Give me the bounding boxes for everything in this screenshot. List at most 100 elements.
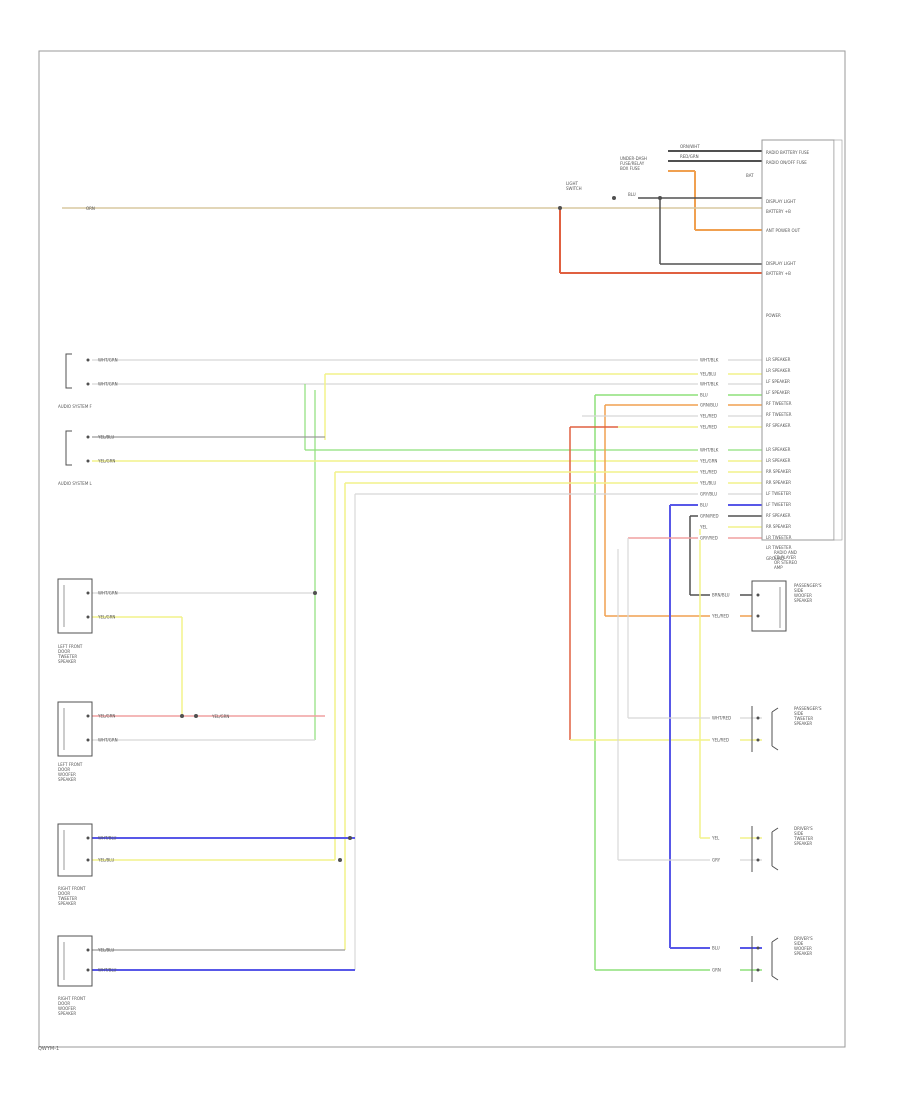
- radio-pin-label: LR SPEAKER: [766, 447, 791, 452]
- fuse-source-line-1: UNDER-DASH: [620, 156, 647, 161]
- radio-top-pin-1: RADIO BATTERY FUSE: [766, 150, 810, 155]
- radio-pin-label: BATTERY +B: [766, 271, 791, 276]
- wire-label-bg: [710, 835, 740, 840]
- wire-label-bg: [698, 413, 728, 418]
- left-wire-label: WHT/GRN: [98, 591, 118, 596]
- left-component-name: TWEETER: [57, 896, 77, 901]
- radio-wire-label: BLU: [700, 393, 708, 398]
- middle-wire-label: YEL/GRN: [211, 714, 229, 719]
- speaker-icon: [771, 707, 779, 751]
- wire-label-bg: [698, 381, 728, 386]
- left-component-name: RIGHT FRONT: [58, 996, 86, 1001]
- radio-name-line-4: AMP: [774, 565, 783, 570]
- radio-wire-label: WHT/BLK: [700, 382, 719, 387]
- radio-pin-label: POWER: [766, 313, 781, 318]
- left-wire-label: YEL/BLU: [97, 858, 114, 863]
- diagram-frame: [38, 50, 846, 1048]
- wire-label-bg: [698, 392, 728, 397]
- wire-label-bg: [710, 967, 740, 972]
- pin-dot: [756, 716, 760, 720]
- wire-label-bg: [698, 357, 728, 362]
- left-wire-label: WHT/BLU: [98, 836, 117, 841]
- right-component-name: SIDE: [794, 941, 804, 946]
- left-wire-label: YEL/BLU: [97, 435, 114, 440]
- pin-dot: [86, 459, 90, 463]
- left-component-name: WOOFER: [58, 772, 76, 777]
- radio-pin-label: LF SPEAKER: [766, 379, 790, 384]
- speaker-box: [57, 578, 93, 634]
- light-switch: LIGHT SWITCH BLU ORN: [86, 181, 636, 211]
- radio-pin-label: DISPLAY LIGHT: [766, 199, 796, 204]
- right-component-name: PASSENGER'S: [794, 706, 822, 711]
- right-component-name: DRIVER'S: [794, 936, 813, 941]
- fuse-source-line-2: FUSE/RELAY: [620, 161, 645, 166]
- splice-points: [180, 196, 662, 862]
- wire-label-bg: [710, 715, 740, 720]
- pin-dot: [86, 382, 90, 386]
- pin-dot: [86, 591, 90, 595]
- pin-dot: [86, 948, 90, 952]
- right-wire-label: YEL/RED: [711, 738, 729, 743]
- radio-pin-label: LR SPEAKER: [766, 357, 791, 362]
- wire-label-bg: [698, 469, 728, 474]
- left-component-name: SPEAKER: [58, 777, 76, 782]
- left-wire-label: WHT/GRN: [98, 738, 118, 743]
- pin-dot: [756, 946, 760, 950]
- radio-name-line-1: RADIO AND: [774, 550, 797, 555]
- pin-dot: [86, 358, 90, 362]
- radio-wire-label: YEL/BLU: [699, 372, 716, 377]
- radio-pin-label: GROUND: [766, 556, 784, 561]
- wire-label-bg: [710, 857, 740, 862]
- left-component-name: DOOR: [58, 891, 70, 896]
- left-wire-label: YEL/GRN: [97, 615, 115, 620]
- wire-label-bg: [710, 737, 740, 742]
- wire-label-bg: [698, 524, 728, 529]
- left-component-name: TWEETER: [57, 654, 77, 659]
- radio-pin-label: RF TWEETER: [766, 412, 792, 417]
- left-wire-label: WHT/BLU: [98, 968, 117, 973]
- radio-wire-label: YEL/RED: [699, 425, 717, 430]
- speaker-box: [57, 935, 93, 987]
- right-component-name: SIDE: [794, 831, 804, 836]
- pin-dot: [86, 858, 90, 862]
- radio-wire-label: WHT/BLK: [700, 448, 719, 453]
- left-wire-label: YEL/GRN: [97, 714, 115, 719]
- right-component-name: SIDE: [794, 588, 804, 593]
- connector-bracket: [65, 430, 72, 466]
- right-component-name: SPEAKER: [794, 721, 812, 726]
- wire-label-bg: [710, 945, 740, 950]
- pin-dot: [86, 738, 90, 742]
- speaker-box: [57, 823, 93, 877]
- left-component-name: DOOR: [58, 767, 70, 772]
- radio-pin-label: RF TWEETER: [766, 401, 792, 406]
- wire-label-bg: [698, 447, 728, 452]
- radio-pin-label: LR SPEAKER: [766, 368, 791, 373]
- right-components: BRN/BLUYEL/REDPASSENGER'SSIDEWOOFERSPEAK…: [710, 580, 822, 982]
- left-component-name: SPEAKER: [58, 659, 76, 664]
- radio-pin-label: RF SPEAKER: [766, 513, 791, 518]
- radio-pin-label: RF SPEAKER: [766, 423, 791, 428]
- left-component-name: LEFT FRONT: [58, 762, 83, 767]
- radio-pin-label: ANT POWER OUT: [766, 228, 801, 233]
- pin-dot: [756, 614, 760, 618]
- right-component-name: WOOFER: [794, 593, 812, 598]
- wire-label-bg: [698, 491, 728, 496]
- radio-pin-label: LR TWEETER: [766, 545, 792, 550]
- speaker-icon: [771, 827, 779, 871]
- fuse-wire-label-1: ORN/WHT: [680, 144, 700, 149]
- left-wire-label: WHT/GRN: [98, 358, 118, 363]
- radio-wire-label: YEL/RED: [699, 470, 717, 475]
- light-switch-wire: BLU: [628, 192, 636, 197]
- pin-dot: [86, 968, 90, 972]
- radio-wire-label: BLU: [700, 503, 708, 508]
- radio-pin-label: LR TWEETER: [766, 535, 792, 540]
- left-wire-label: WHT/GRN: [98, 382, 118, 387]
- right-component-name: PASSENGER'S: [794, 583, 822, 588]
- right-wire-label: BLU: [712, 946, 720, 951]
- right-wire-label: GRN: [712, 968, 721, 973]
- left-component-name: DOOR: [58, 1001, 70, 1006]
- right-component-name: TWEETER: [793, 836, 813, 841]
- radio-pin-label: LR SPEAKER: [766, 458, 791, 463]
